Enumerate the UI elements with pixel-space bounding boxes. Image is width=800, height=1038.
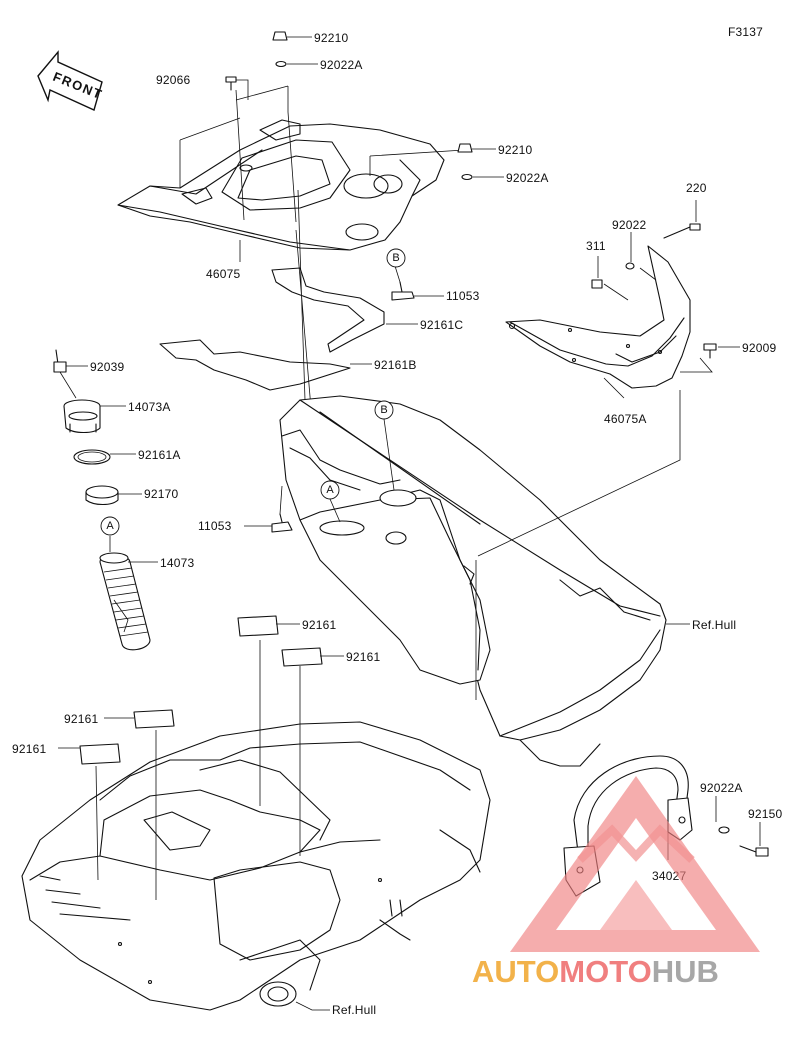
- label-11053-b: 11053: [198, 519, 232, 533]
- figure-code: F3137: [728, 25, 763, 39]
- label-92039: 92039: [90, 360, 124, 374]
- label-92161-2: 92161: [346, 650, 380, 664]
- label-46075a: 46075A: [604, 412, 647, 426]
- label-220: 220: [686, 181, 707, 195]
- label-92022: 92022: [612, 218, 646, 232]
- label-92022a-a: 92022A: [320, 58, 363, 72]
- pad-92161-3: [133, 709, 175, 729]
- gasket-92161b: [159, 339, 351, 391]
- watermark-logo: [510, 776, 760, 952]
- screw-220: [663, 223, 701, 239]
- bolt-92150: [739, 845, 769, 857]
- clip-11053-b: [271, 513, 293, 533]
- label-46075: 46075: [206, 267, 240, 281]
- watermark-part1: AUTO: [472, 954, 559, 989]
- label-14073: 14073: [160, 556, 194, 570]
- filler-neck-14073a: [63, 399, 101, 434]
- gasket-92161c: [271, 267, 385, 353]
- svg-text:B: B: [392, 252, 399, 264]
- callout-b-top: [386, 248, 406, 268]
- svg-text:A: A: [326, 484, 334, 496]
- label-11053-a: 11053: [446, 289, 480, 303]
- label-14073a: 14073A: [128, 400, 171, 414]
- hull-lower: [21, 721, 491, 1011]
- washer-92022a-b: [461, 173, 473, 181]
- label-311: 311: [586, 239, 606, 253]
- hose-14073: [99, 552, 151, 651]
- label-92161-1: 92161: [302, 618, 336, 632]
- clip-11053-a: [391, 281, 415, 301]
- label-ref-hull-1: Ref.Hull: [692, 618, 736, 632]
- washer-92022a-c: [718, 826, 730, 834]
- label-92161-4: 92161: [12, 742, 46, 756]
- callout-a-hose: [100, 516, 120, 536]
- label-92161a: 92161A: [138, 448, 181, 462]
- svg-text:A: A: [106, 520, 114, 532]
- pad-92161-4: [79, 743, 121, 765]
- label-92150: 92150: [748, 807, 782, 821]
- svg-text:B: B: [380, 404, 387, 416]
- bolt-92066: [225, 76, 237, 91]
- label-92161c: 92161C: [420, 318, 463, 332]
- label-92161-3: 92161: [64, 712, 98, 726]
- washer-92022a-a: [275, 60, 287, 68]
- pad-92161-1: [237, 615, 279, 637]
- label-92022a-b: 92022A: [506, 171, 549, 185]
- label-ref-hull-2: Ref.Hull: [332, 1003, 376, 1017]
- clamp-92170: [85, 485, 119, 506]
- label-92161b: 92161B: [374, 358, 417, 372]
- watermark-part2: MOTO: [559, 954, 651, 989]
- nut-311: [591, 279, 603, 289]
- nut-92210-b: [457, 143, 473, 153]
- label-92210-b: 92210: [498, 143, 532, 157]
- label-92022a-c: 92022A: [700, 781, 743, 795]
- watermark-text: AUTOMOTOHUB: [472, 954, 719, 989]
- nut-92210-a: [272, 31, 288, 41]
- label-92066: 92066: [156, 73, 190, 87]
- storage-bin-46075: [117, 119, 445, 251]
- watermark-part3: HUB: [652, 954, 719, 989]
- hull-deck: [279, 395, 667, 767]
- label-92170: 92170: [144, 487, 178, 501]
- pad-92161-2: [281, 647, 323, 667]
- label-92009: 92009: [742, 341, 776, 355]
- front-arrow-icon: FRONT: [37, 50, 105, 111]
- screw-92009: [703, 343, 717, 359]
- cover-46075a: [505, 245, 691, 389]
- plug-92039: [53, 349, 67, 373]
- label-92210-a: 92210: [314, 31, 348, 45]
- washer-92022: [625, 262, 635, 270]
